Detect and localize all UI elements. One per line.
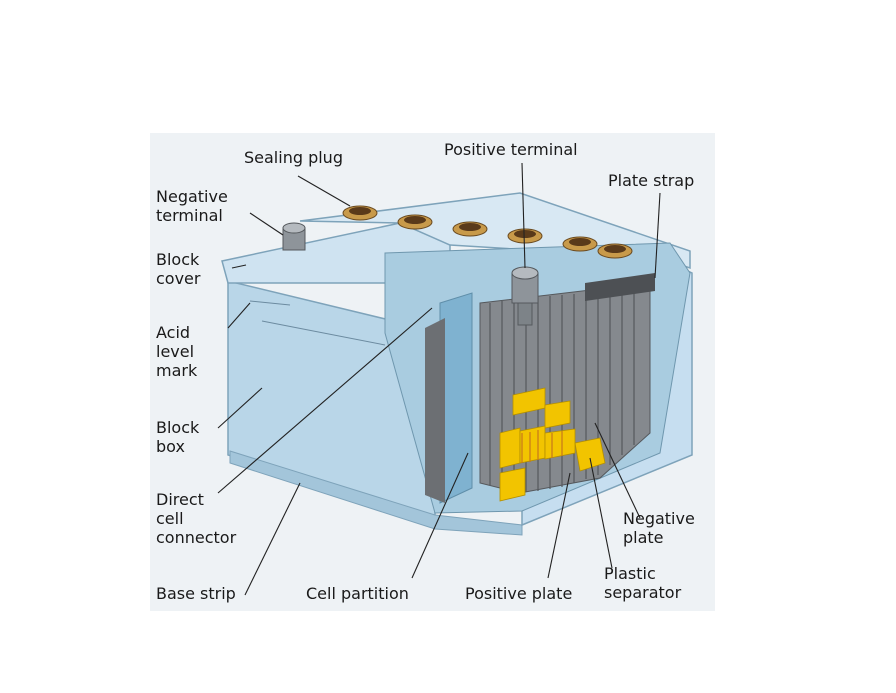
label-base-strip: Base strip	[156, 584, 236, 603]
label-block-cover: Block cover	[156, 250, 201, 288]
sealing-plugs	[342, 205, 633, 259]
label-plate-strap: Plate strap	[608, 171, 695, 190]
label-acid-level-mark: Acid level mark	[156, 323, 198, 380]
label-cell-partition: Cell partition	[306, 584, 409, 603]
label-plastic-separator: Plastic separator	[604, 564, 682, 602]
separator-detail	[521, 430, 563, 463]
label-positive-plate: Positive plate	[465, 584, 573, 603]
battery-illustration	[217, 162, 693, 596]
label-direct-cell-connector: Direct cell connector	[156, 490, 237, 547]
battery-diagram: Sealing plug Positive terminal Plate str…	[150, 133, 715, 611]
base-strip-shape	[229, 450, 523, 536]
negative-terminal-post	[282, 222, 306, 251]
label-sealing-plug: Sealing plug	[244, 148, 343, 167]
plate-strap-shape	[585, 273, 655, 301]
label-negative-terminal: Negative terminal	[156, 187, 228, 225]
label-negative-plate: Negative plate	[623, 509, 695, 547]
acid-level-engraving	[249, 300, 386, 346]
left-plate-stack	[425, 318, 445, 503]
positive-terminal-post	[511, 266, 539, 326]
label-positive-terminal: Positive terminal	[444, 140, 578, 159]
leader-lines	[217, 162, 661, 596]
label-block-box: Block box	[156, 418, 200, 456]
